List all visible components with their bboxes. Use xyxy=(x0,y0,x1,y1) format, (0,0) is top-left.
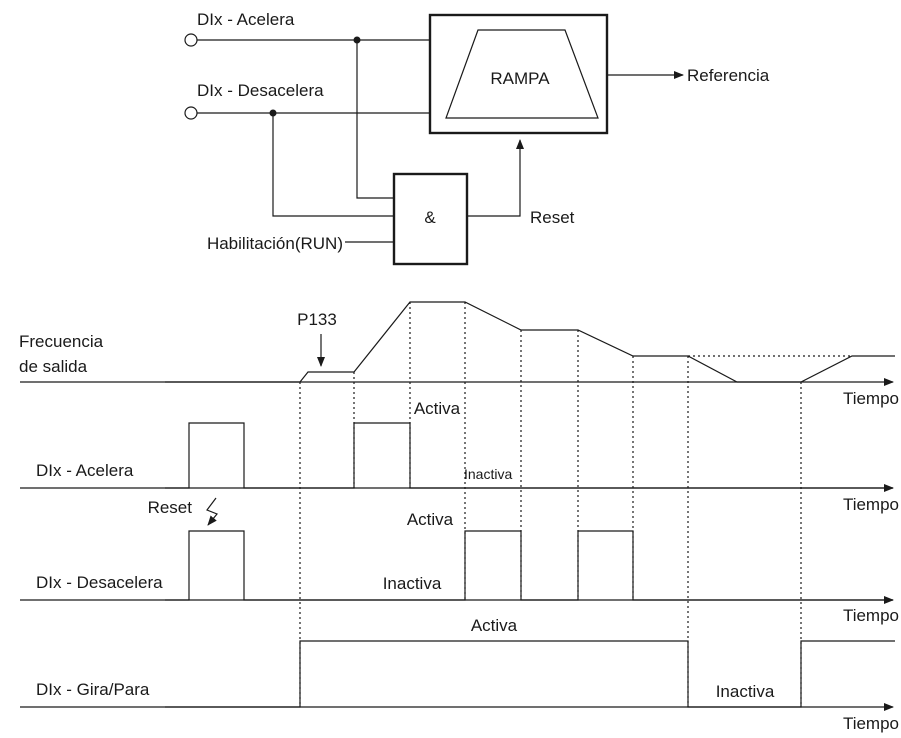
enable-input-label: Habilitación(RUN) xyxy=(207,234,343,253)
desacelera-waveform xyxy=(165,530,893,601)
p133-label: P133 xyxy=(297,310,337,329)
accelerate-branch-wire xyxy=(356,40,394,199)
decelerate-input-terminal xyxy=(184,106,198,120)
freq-waveform xyxy=(165,301,895,383)
ramp-block-label: RAMPA xyxy=(490,69,550,88)
accelerate-input-label: DIx - Acelera xyxy=(197,10,295,29)
reset-lightning-icon xyxy=(206,497,218,526)
acelera-inactive-label: Inactiva xyxy=(464,466,512,482)
reset-label: Reset xyxy=(530,208,575,227)
ramp-trapezoid-icon xyxy=(445,29,599,119)
block-diagram: DIx - Acelera DIx - Desacelera Habilitac… xyxy=(184,10,770,266)
freq-time-label: Tiempo xyxy=(843,389,899,408)
desacelera-time-label: Tiempo xyxy=(843,606,899,625)
acelera-waveform xyxy=(165,422,893,489)
freq-label-line1: Frecuencia xyxy=(19,332,104,351)
gira-inactive-label: Inactiva xyxy=(716,682,775,701)
accelerate-input-terminal xyxy=(184,33,198,47)
gira-waveform xyxy=(165,640,895,708)
freq-label-line2: de salida xyxy=(19,357,88,376)
reset-wire xyxy=(467,139,524,217)
decelerate-branch-wire xyxy=(272,113,394,217)
acelera-active-label: Activa xyxy=(414,399,461,418)
acelera-time-label: Tiempo xyxy=(843,495,899,514)
desacelera-signal-label: DIx - Desacelera xyxy=(36,573,163,592)
ramp-block xyxy=(428,13,609,135)
decelerate-input-label: DIx - Desacelera xyxy=(197,81,324,100)
output-label: Referencia xyxy=(687,66,770,85)
and-gate xyxy=(392,172,469,266)
reset-pulse-label: Reset xyxy=(148,498,193,517)
acelera-signal-label: DIx - Acelera xyxy=(36,461,134,480)
gira-time-label: Tiempo xyxy=(843,714,899,733)
desacelera-inactive-label: Inactiva xyxy=(383,574,442,593)
gira-signal-label: DIx - Gira/Para xyxy=(36,680,150,699)
desacelera-active-label: Activa xyxy=(407,510,454,529)
gira-active-label: Activa xyxy=(471,616,518,635)
timing-diagram: Frecuencia de salida P133 Tiempo DIx - A… xyxy=(19,301,899,733)
and-gate-symbol: & xyxy=(424,208,436,227)
